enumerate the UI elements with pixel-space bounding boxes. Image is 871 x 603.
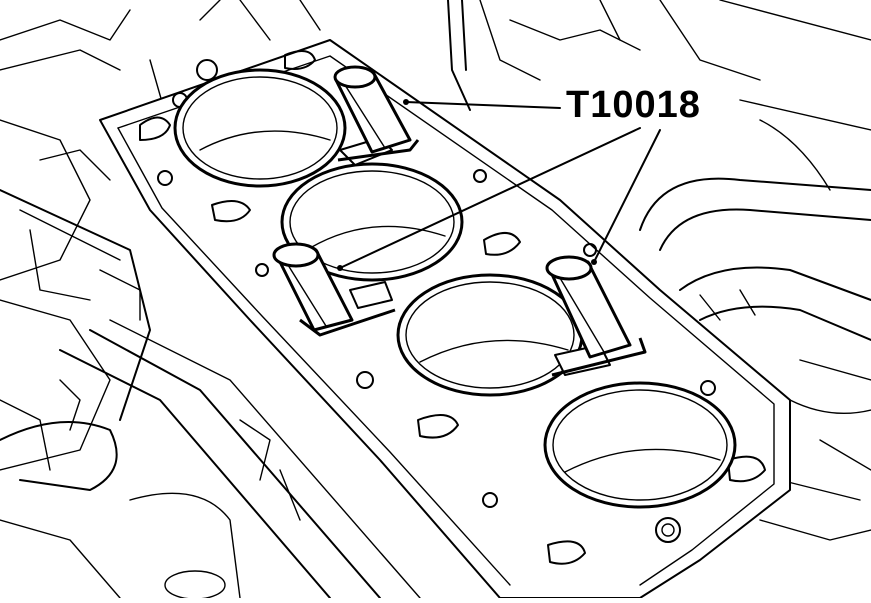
cylinder-bore-4	[543, 381, 737, 509]
cylinder-bore-3	[396, 273, 584, 397]
tool-callout-label: T10018	[566, 84, 701, 126]
coolant-hole	[211, 200, 251, 223]
cylinder-bore-2	[280, 162, 464, 282]
guide-pin-3	[545, 255, 647, 377]
coolant-hole	[483, 232, 521, 256]
coolant-hole	[284, 50, 316, 70]
coolant-hole	[417, 414, 459, 439]
cylinder-bore-1	[173, 68, 347, 188]
engine-block-background	[0, 0, 421, 600]
engine-top-background	[239, 0, 871, 131]
callout-leaders	[337, 99, 661, 271]
coolant-hole	[547, 540, 586, 565]
head-gasket	[99, 39, 791, 599]
guide-pin-2	[272, 242, 396, 337]
coolant-hole	[727, 455, 766, 483]
hose-right	[639, 119, 871, 541]
coolant-hole	[139, 116, 171, 141]
guide-pin-1	[333, 65, 420, 166]
